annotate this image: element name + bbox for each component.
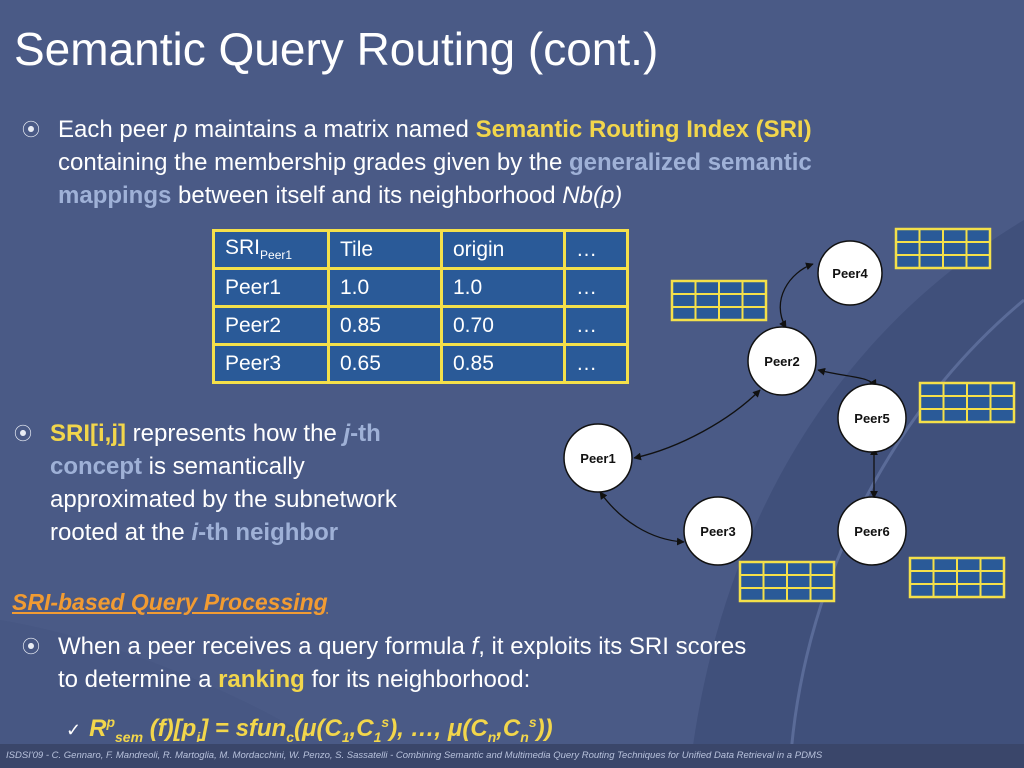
bullet-sri-definition: Each peer p maintains a matrix named Sem… [58, 113, 1008, 212]
mini-sri-table-peer2 [670, 279, 768, 322]
bullet-icon: ⦿ [22, 120, 40, 140]
bullet-sri-meaning: SRI[i,j] represents how the j-th concept… [50, 417, 490, 549]
svg-text:Peer6: Peer6 [854, 524, 889, 539]
table-cell: … [563, 305, 629, 346]
table-header-cell: Tile [327, 229, 443, 270]
table-header-row: SRIPeer1 Tile origin … [212, 229, 629, 270]
edge-peer2-peer4 [779, 262, 814, 329]
table-cell: 1.0 [327, 267, 443, 308]
section-title: SRI-based Query Processing [12, 589, 328, 615]
bullet-line: approximated by the subnetwork [50, 486, 397, 513]
table-row: Peer3 0.65 0.85 … [212, 343, 629, 384]
slide-footer: ISDSI'09 - C. Gennaro, F. Mandreoli, R. … [0, 744, 1024, 768]
svg-text:Peer2: Peer2 [764, 354, 799, 369]
table-cell: Peer1 [212, 267, 330, 308]
mini-sri-table-peer6 [908, 556, 1006, 599]
svg-text:Peer5: Peer5 [854, 411, 889, 426]
table-row: Peer1 1.0 1.0 … [212, 267, 629, 308]
table-cell: Peer2 [212, 305, 330, 346]
node-peer4: Peer4 [817, 240, 883, 306]
mini-sri-table-peer4 [894, 227, 992, 270]
table-cell: … [563, 267, 629, 308]
svg-text:Peer4: Peer4 [832, 266, 868, 281]
mini-sri-table-peer5 [918, 381, 1016, 424]
edge-peer1-peer3 [599, 491, 685, 546]
node-peer3: Peer3 [683, 496, 753, 566]
bullet-icon: ⦿ [22, 637, 40, 657]
highlight-sri: Semantic Routing Index (SRI) [475, 116, 812, 143]
bullet-line: mappings between itself and its neighbor… [58, 182, 623, 209]
table-cell: 1.0 [440, 267, 566, 308]
svg-text:Peer3: Peer3 [700, 524, 735, 539]
sri-table: SRIPeer1 Tile origin … Peer1 1.0 1.0 … P… [212, 229, 629, 384]
table-header-cell: origin [440, 229, 566, 270]
bullet-line: Each peer p maintains a matrix named Sem… [58, 116, 812, 143]
bullet-line: concept is semantically [50, 453, 305, 480]
table-cell: 0.70 [440, 305, 566, 346]
table-header-cell: SRIPeer1 [212, 229, 330, 270]
table-cell: Peer3 [212, 343, 330, 384]
bullet-line: to determine a ranking for its neighborh… [58, 666, 531, 693]
node-peer5: Peer5 [837, 383, 907, 453]
edge-peer2-peer1 [633, 389, 761, 461]
bullet-query-processing: When a peer receives a query formula f, … [58, 630, 998, 696]
table-cell: 0.65 [327, 343, 443, 384]
bullet-line: rooted at the i-th neighbor [50, 519, 339, 546]
svg-text:Peer1: Peer1 [580, 451, 615, 466]
mini-sri-table-peer3 [738, 560, 836, 603]
table-cell: 0.85 [440, 343, 566, 384]
peer-network-diagram: Peer4 Peer2 Peer5 Peer1 Peer3 Peer6 [563, 227, 1016, 603]
bullet-line: SRI[i,j] represents how the j-th [50, 420, 381, 447]
footer-text: ISDSI'09 - C. Gennaro, F. Mandreoli, R. … [6, 750, 823, 761]
node-peer2: Peer2 [747, 326, 817, 396]
slide-title: Semantic Query Routing (cont.) [14, 23, 659, 75]
table-header-cell: … [563, 229, 629, 270]
node-peer1: Peer1 [563, 423, 633, 493]
table-cell: 0.85 [327, 305, 443, 346]
table-row: Peer2 0.85 0.70 … [212, 305, 629, 346]
bullet-line: When a peer receives a query formula f, … [58, 633, 747, 660]
checkmark-icon: ✓ [66, 720, 82, 740]
node-peer6: Peer6 [837, 496, 907, 566]
table-cell: … [563, 343, 629, 384]
ranking-formula: ✓Rpsem (f)[pi] = sfunc(μ(C1,C1s), …, μ(C… [66, 714, 553, 745]
bullet-icon: ⦿ [14, 424, 32, 444]
bullet-line: containing the membership grades given b… [58, 149, 812, 176]
